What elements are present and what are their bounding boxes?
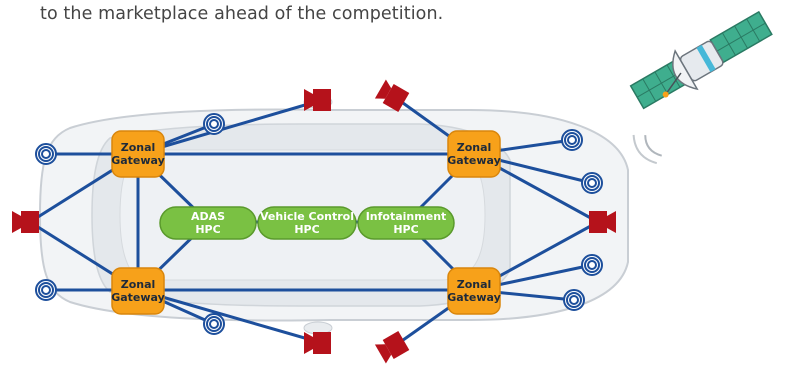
intro-text: to the marketplace ahead of the competit…: [40, 4, 444, 24]
satellite-icon: [629, 10, 773, 165]
gateway-label: Gateway: [447, 154, 501, 167]
gateway-label: Zonal: [121, 278, 156, 291]
sensor-icon: [581, 254, 603, 276]
camera-icon: [12, 211, 39, 233]
zonal-gateway-rear-right: Zonal Gateway: [447, 267, 501, 315]
camera-icon: [304, 332, 331, 354]
hpc-adas: ADAS HPC: [159, 206, 257, 240]
hpc-vehicle-control: Vehicle Control HPC: [257, 206, 357, 240]
sensor-icon: [561, 129, 583, 151]
hpc-infotainment: Infotainment HPC: [357, 206, 455, 240]
camera-icon: [589, 211, 616, 233]
sensor-icon: [581, 172, 603, 194]
sensor-icon: [35, 279, 57, 301]
sensor-icon: [563, 289, 585, 311]
hpc-label: Infotainment: [366, 210, 447, 223]
gateway-label: Gateway: [111, 154, 165, 167]
camera-icon: [374, 330, 410, 364]
camera-icon: [304, 89, 331, 111]
sensors: [35, 113, 603, 335]
hpc-label: HPC: [294, 223, 319, 236]
hpc-label: ADAS: [191, 210, 225, 223]
hpc-label: Vehicle Control: [260, 210, 354, 223]
sensor-icon: [203, 313, 225, 335]
gateway-label: Gateway: [447, 291, 501, 304]
gateway-label: Gateway: [111, 291, 165, 304]
zonal-gateway-front-left: Zonal Gateway: [111, 130, 165, 178]
sensor-icon: [35, 143, 57, 165]
cameras: [12, 79, 616, 364]
gateway-label: Zonal: [457, 141, 492, 154]
sensor-icon: [203, 113, 225, 135]
zonal-gateway-rear-left: Zonal Gateway: [111, 267, 165, 315]
hpc-label: HPC: [195, 223, 220, 236]
camera-icon: [374, 79, 410, 113]
gateway-label: Zonal: [457, 278, 492, 291]
zonal-gateway-front-right: Zonal Gateway: [447, 130, 501, 178]
hpc-label: HPC: [393, 223, 418, 236]
gateway-label: Zonal: [121, 141, 156, 154]
